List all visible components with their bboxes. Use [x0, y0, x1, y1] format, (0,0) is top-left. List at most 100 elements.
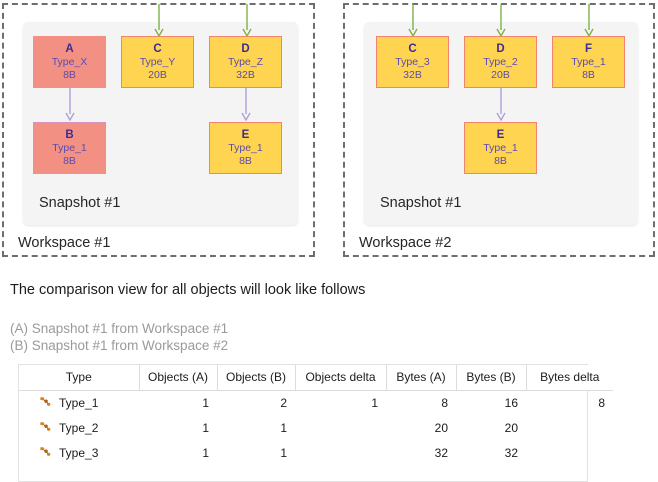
node-c-ws2-bytes: 32B: [403, 68, 422, 81]
column-header-bytes-b[interactable]: Bytes (B): [456, 365, 527, 391]
table-row[interactable]: Type_3 1 1 32 32: [19, 440, 613, 465]
node-b-ws1-name: B: [65, 128, 74, 141]
cell-objects-a: 1: [202, 445, 209, 460]
empty-cell: [217, 465, 295, 481]
legend-line-b: (B) Snapshot #1 from Workspace #2: [10, 337, 229, 353]
workspace-1-snapshot-label: Snapshot #1: [39, 195, 121, 211]
cell-objects-a: 1: [202, 420, 209, 435]
cell-objects-a: 1: [202, 395, 209, 410]
objects-icon: [39, 446, 52, 459]
arrow-d-to-e: [241, 88, 251, 122]
cell-objects-b: 1: [280, 445, 287, 460]
cell-bytes-b: 16: [504, 395, 518, 410]
column-header-bytes-delta[interactable]: Bytes delta: [526, 365, 613, 391]
arrow-d-to-e-ws2: [496, 88, 506, 122]
column-header-objects-b[interactable]: Objects (B): [217, 365, 296, 391]
node-d-ws1[interactable]: D Type_Z 32B: [209, 36, 282, 88]
comparison-table-container: Type Objects (A) Objects (B) Objects del…: [18, 364, 613, 482]
column-header-type[interactable]: Type: [19, 365, 140, 391]
node-b-ws1-type: Type_1: [52, 142, 87, 155]
workspace-2-label: Workspace #2: [359, 235, 452, 251]
cell-objects-delta: [295, 440, 386, 465]
node-b-ws1[interactable]: B Type_1 8B: [33, 122, 106, 174]
node-d-ws1-bytes: 32B: [236, 68, 255, 81]
node-c-ws1[interactable]: C Type_Y 20B: [121, 36, 194, 88]
cell-bytes-a: 32: [434, 445, 448, 460]
node-a-ws1-type: Type_X: [51, 56, 88, 69]
legend: (A) Snapshot #1 from Workspace #1 (B) Sn…: [10, 321, 228, 354]
node-d-ws2-type: Type_2: [483, 56, 518, 69]
empty-cell: [19, 465, 139, 481]
node-c-ws2[interactable]: C Type_3 32B: [376, 36, 449, 88]
table-header-row: Type Objects (A) Objects (B) Objects del…: [19, 365, 613, 391]
column-header-objects-a[interactable]: Objects (A): [139, 365, 218, 391]
node-d-ws1-type: Type_Z: [227, 56, 264, 69]
inbound-arrow-to-c-ws2: [408, 4, 418, 38]
cell-type-label: Type_3: [59, 445, 99, 460]
node-d-ws1-name: D: [241, 42, 250, 55]
node-c-ws1-bytes: 20B: [148, 68, 167, 81]
cell-type-label: Type_1: [59, 395, 99, 410]
node-d-ws2[interactable]: D Type_2 20B: [464, 36, 537, 88]
objects-icon: [39, 421, 52, 434]
page-title: The comparison view for all objects will…: [10, 282, 366, 298]
node-c-ws1-name: C: [153, 42, 162, 55]
cell-objects-delta: 1: [371, 395, 378, 410]
objects-icon: [39, 396, 52, 409]
node-d-ws2-name: D: [496, 42, 505, 55]
empty-cell: [295, 465, 386, 481]
node-e-ws1-name: E: [241, 128, 250, 141]
cell-bytes-delta: [526, 415, 613, 440]
table-row[interactable]: Type_2 1 1 20 20: [19, 415, 613, 440]
table-row[interactable]: Type_1 1 2 1 8 16 8: [19, 390, 613, 415]
workspace-1-label: Workspace #1: [18, 235, 111, 251]
node-a-ws1-name: A: [65, 42, 74, 55]
cell-type: Type_2: [19, 415, 139, 440]
cell-objects-b: 2: [280, 395, 287, 410]
arrow-a-to-b: [65, 88, 75, 122]
node-c-ws2-type: Type_3: [395, 56, 430, 69]
empty-cell: [456, 465, 526, 481]
node-f-ws2-bytes: 8B: [582, 68, 595, 81]
cell-bytes-a: 20: [434, 420, 448, 435]
column-header-objects-delta[interactable]: Objects delta: [295, 365, 387, 391]
node-a-ws1[interactable]: A Type_X 8B: [33, 36, 106, 88]
node-e-ws2[interactable]: E Type_1 8B: [464, 122, 537, 174]
cell-type: Type_3: [19, 440, 139, 465]
cell-bytes-b: 32: [504, 445, 518, 460]
node-d-ws2-bytes: 20B: [491, 68, 510, 81]
node-f-ws2-type: Type_1: [571, 56, 606, 69]
empty-cell: [386, 465, 456, 481]
cell-type: Type_1: [19, 390, 139, 415]
node-e-ws1[interactable]: E Type_1 8B: [209, 122, 282, 174]
cell-bytes-delta: [526, 440, 613, 465]
node-c-ws1-type: Type_Y: [139, 56, 176, 69]
inbound-arrow-to-d-ws1: [242, 4, 252, 38]
node-b-ws1-bytes: 8B: [63, 154, 76, 167]
cell-bytes-delta: 8: [598, 395, 605, 410]
node-f-ws2-name: F: [584, 42, 593, 55]
node-e-ws2-bytes: 8B: [494, 154, 507, 167]
table-empty-row: [19, 465, 613, 481]
cell-bytes-b: 20: [504, 420, 518, 435]
node-e-ws2-type: Type_1: [483, 142, 518, 155]
cell-bytes-a: 8: [441, 395, 448, 410]
node-f-ws2[interactable]: F Type_1 8B: [552, 36, 625, 88]
comparison-table: Type Objects (A) Objects (B) Objects del…: [19, 365, 613, 481]
cell-type-label: Type_2: [59, 420, 99, 435]
column-header-bytes-a[interactable]: Bytes (A): [386, 365, 457, 391]
inbound-arrow-to-f-ws2: [584, 4, 594, 38]
inbound-arrow-to-d-ws2: [496, 4, 506, 38]
empty-cell: [526, 465, 613, 481]
workspace-2-snapshot-label: Snapshot #1: [380, 195, 462, 211]
node-e-ws1-type: Type_1: [228, 142, 263, 155]
node-a-ws1-bytes: 8B: [63, 68, 76, 81]
inbound-arrow-to-c-ws1: [154, 4, 164, 38]
cell-objects-delta: [295, 415, 386, 440]
cell-objects-b: 1: [280, 420, 287, 435]
legend-line-a: (A) Snapshot #1 from Workspace #1: [10, 321, 229, 336]
node-e-ws1-bytes: 8B: [239, 154, 252, 167]
node-e-ws2-name: E: [496, 128, 505, 141]
empty-cell: [139, 465, 217, 481]
